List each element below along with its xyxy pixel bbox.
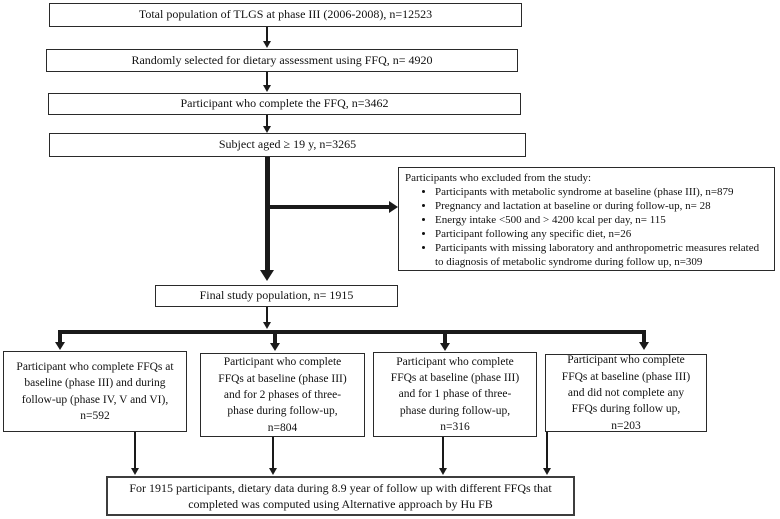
arrow-down-icon	[440, 343, 450, 351]
arrow-down-icon	[131, 468, 139, 475]
arrow-right-icon	[389, 201, 398, 213]
exclusion-item: Energy intake <500 and > 4200 kcal per d…	[435, 213, 768, 227]
arrow-ffq-to-age	[266, 115, 268, 126]
arrow-down-icon	[269, 468, 277, 475]
arrow-branch-c-to-summary	[442, 437, 444, 468]
exclusion-list: Participants with metabolic syndrome at …	[405, 185, 768, 269]
arrow-down-icon	[260, 270, 274, 281]
box-total-population: Total population of TLGS at phase III (2…	[49, 3, 522, 27]
arrow-branch-a-to-summary	[134, 432, 136, 468]
box-final-population: Final study population, n= 1915	[155, 285, 398, 307]
exclusion-item: Pregnancy and lactation at baseline or d…	[435, 199, 768, 213]
arrow-branch-b-to-summary	[272, 437, 274, 468]
arrow-to-exclusions	[267, 205, 389, 209]
arrow-to-branch-d	[642, 330, 646, 342]
exclusion-item: Participants with missing laboratory and…	[435, 241, 768, 269]
arrow-down-icon	[55, 342, 65, 350]
arrow-random-to-ffq	[266, 72, 268, 85]
arrow-total-to-random	[266, 27, 268, 41]
box-exclusions: Participants who excluded from the study…	[398, 167, 775, 271]
branch-distribution-line	[58, 330, 646, 334]
arrow-down-icon	[263, 126, 271, 133]
box-branch-complete-all: Participant who complete FFQs at baselin…	[3, 351, 187, 432]
arrow-to-branch-b	[273, 332, 277, 343]
arrow-to-branch-c	[443, 332, 447, 343]
box-branch-2-phases: Participant who complete FFQs at baselin…	[200, 353, 365, 437]
box-branch-none: Participant who complete FFQs at baselin…	[545, 354, 707, 432]
arrow-down-icon	[543, 468, 551, 475]
exclusion-item: Participants with metabolic syndrome at …	[435, 185, 768, 199]
arrow-down-icon	[270, 343, 280, 351]
arrow-final-to-branches	[266, 307, 268, 322]
box-summary: For 1915 participants, dietary data duri…	[106, 476, 575, 516]
arrow-branch-d-to-summary	[546, 432, 548, 468]
arrow-down-icon	[263, 85, 271, 92]
box-branch-1-phase: Participant who complete FFQs at baselin…	[373, 352, 537, 437]
exclusion-title: Participants who excluded from the study…	[405, 172, 592, 184]
box-ffq-complete: Participant who complete the FFQ, n=3462	[48, 93, 521, 115]
arrow-age-to-final	[265, 157, 270, 270]
arrow-down-icon	[263, 41, 271, 48]
arrow-down-icon	[639, 342, 649, 350]
box-random-selection: Randomly selected for dietary assessment…	[46, 49, 518, 72]
exclusion-item: Participant following any specific diet,…	[435, 227, 768, 241]
box-age-filter: Subject aged ≥ 19 y, n=3265	[49, 133, 526, 157]
arrow-to-branch-a	[58, 330, 62, 342]
arrow-down-icon	[439, 468, 447, 475]
arrow-down-icon	[263, 322, 271, 329]
